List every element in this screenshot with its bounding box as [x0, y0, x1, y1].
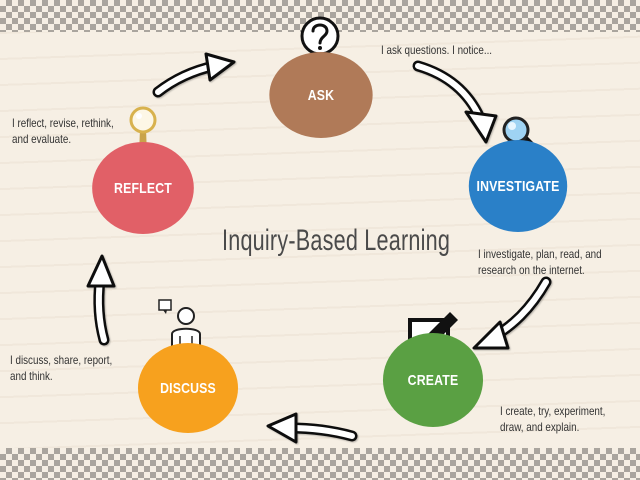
step-ask-node: ASK — [269, 52, 373, 138]
arrow-discuss-to-reflect — [86, 254, 116, 346]
question-mark-icon — [300, 16, 340, 56]
caption-line: I reflect, revise, rethink, — [12, 116, 114, 130]
caption-line: and think. — [10, 369, 53, 383]
step-create-node: CREATE — [382, 333, 484, 427]
step-investigate-node: INVESTIGATE — [468, 140, 568, 232]
arrow-reflect-to-ask — [152, 52, 236, 98]
step-reflect-node: REFLECT — [92, 142, 194, 234]
step-ask-caption: I ask questions. I notice... — [381, 42, 492, 58]
checker-border-top — [0, 0, 640, 32]
step-investigate-label: INVESTIGATE — [476, 177, 560, 195]
step-discuss-label: DISCUSS — [160, 379, 216, 397]
person-speech-icon — [158, 299, 201, 351]
caption-line: I ask questions. I notice... — [381, 43, 493, 57]
caption-line: I create, try, experiment, — [500, 404, 606, 418]
checker-border-bottom — [0, 448, 640, 480]
caption-line: I discuss, share, report, — [10, 353, 113, 367]
caption-line: draw, and explain. — [500, 420, 580, 434]
step-ask-label: ASK — [307, 86, 335, 104]
step-reflect-caption: I reflect, revise, rethink, and evaluate… — [12, 115, 114, 147]
step-create-caption: I create, try, experiment, draw, and exp… — [500, 403, 605, 435]
arrow-ask-to-investigate — [412, 60, 498, 144]
step-reflect-label: REFLECT — [114, 179, 172, 197]
step-investigate-caption: I investigate, plan, read, and research … — [478, 246, 602, 278]
arrow-investigate-to-create — [472, 276, 552, 350]
caption-line: and evaluate. — [12, 132, 72, 146]
arrow-create-to-discuss — [266, 412, 358, 444]
caption-line: I investigate, plan, read, and — [478, 247, 602, 261]
step-create-label: CREATE — [407, 371, 459, 389]
step-discuss-node: DISCUSS — [137, 343, 239, 433]
caption-line: research on the internet. — [478, 263, 585, 277]
diagram-title: Inquiry-Based Learning — [222, 224, 451, 257]
step-discuss-caption: I discuss, share, report, and think. — [10, 352, 112, 384]
